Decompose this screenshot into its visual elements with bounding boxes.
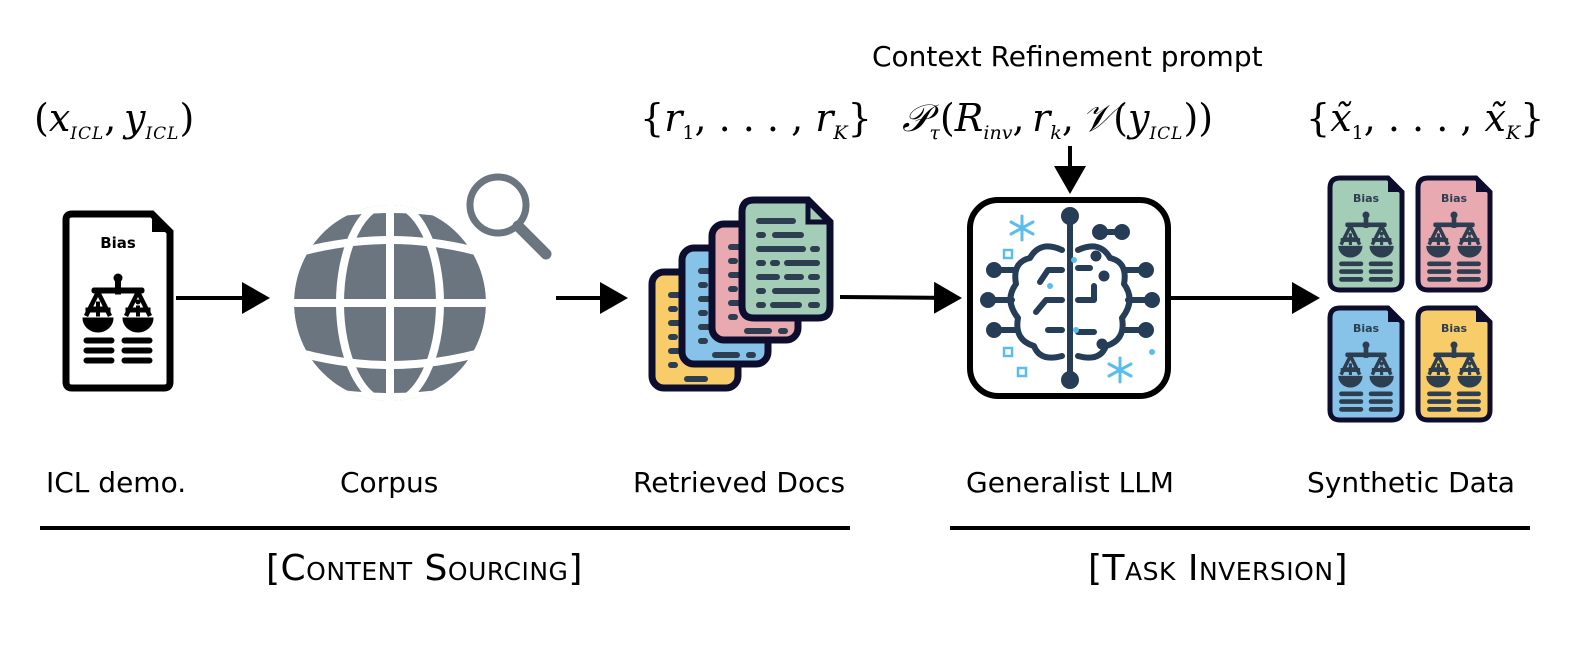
synthetic-doc-yellow: Bias [1415, 305, 1493, 423]
retrieved-notation: {r1, . . . , rK} [640, 96, 872, 144]
icl-notation: (xICL, yICL) [34, 96, 195, 144]
icl-document-icon: Bias [62, 210, 174, 392]
arrow-docs-to-llm [839, 281, 962, 314]
brain-icon [980, 207, 1160, 389]
globe-icon [294, 205, 486, 401]
snowflake-icon [1107, 356, 1133, 384]
synthetic-doc-green: Bias [1327, 175, 1405, 293]
retrieved-docs-icon [648, 196, 834, 392]
bias-badge: Bias [1353, 192, 1380, 205]
stage-label-icl: ICL demo. [46, 466, 187, 499]
task-inversion-rule [950, 526, 1530, 530]
stage-label-llm: Generalist LLM [966, 466, 1174, 499]
prompt-title: Context Refinement prompt [872, 40, 1263, 73]
synthetic-doc-blue: Bias [1327, 305, 1405, 423]
bias-badge: Bias [1441, 322, 1468, 335]
doc-green [738, 196, 834, 322]
magnifier-icon [466, 173, 552, 260]
stage-label-corpus: Corpus [340, 466, 439, 499]
stage-label-synthetic: Synthetic Data [1307, 466, 1515, 499]
bias-badge: Bias [100, 234, 136, 252]
synthetic-doc-pink: Bias [1415, 175, 1493, 293]
prompt-formula: 𝒫τ(Rinv, rk, 𝒱(yICL)) [902, 96, 1214, 144]
stage-label-retrieved: Retrieved Docs [633, 466, 846, 499]
synthetic-notation: {x̃1, . . . , x̃K} [1306, 96, 1545, 144]
section-task-inversion: [Task Inversion] [1088, 548, 1349, 589]
section-content-sourcing: [Content Sourcing] [266, 548, 583, 589]
bias-badge: Bias [1353, 322, 1380, 335]
brain-accents [1002, 214, 1155, 384]
bias-badge: Bias [1441, 192, 1468, 205]
content-sourcing-rule [40, 526, 850, 530]
snowflake-icon [1009, 214, 1035, 242]
